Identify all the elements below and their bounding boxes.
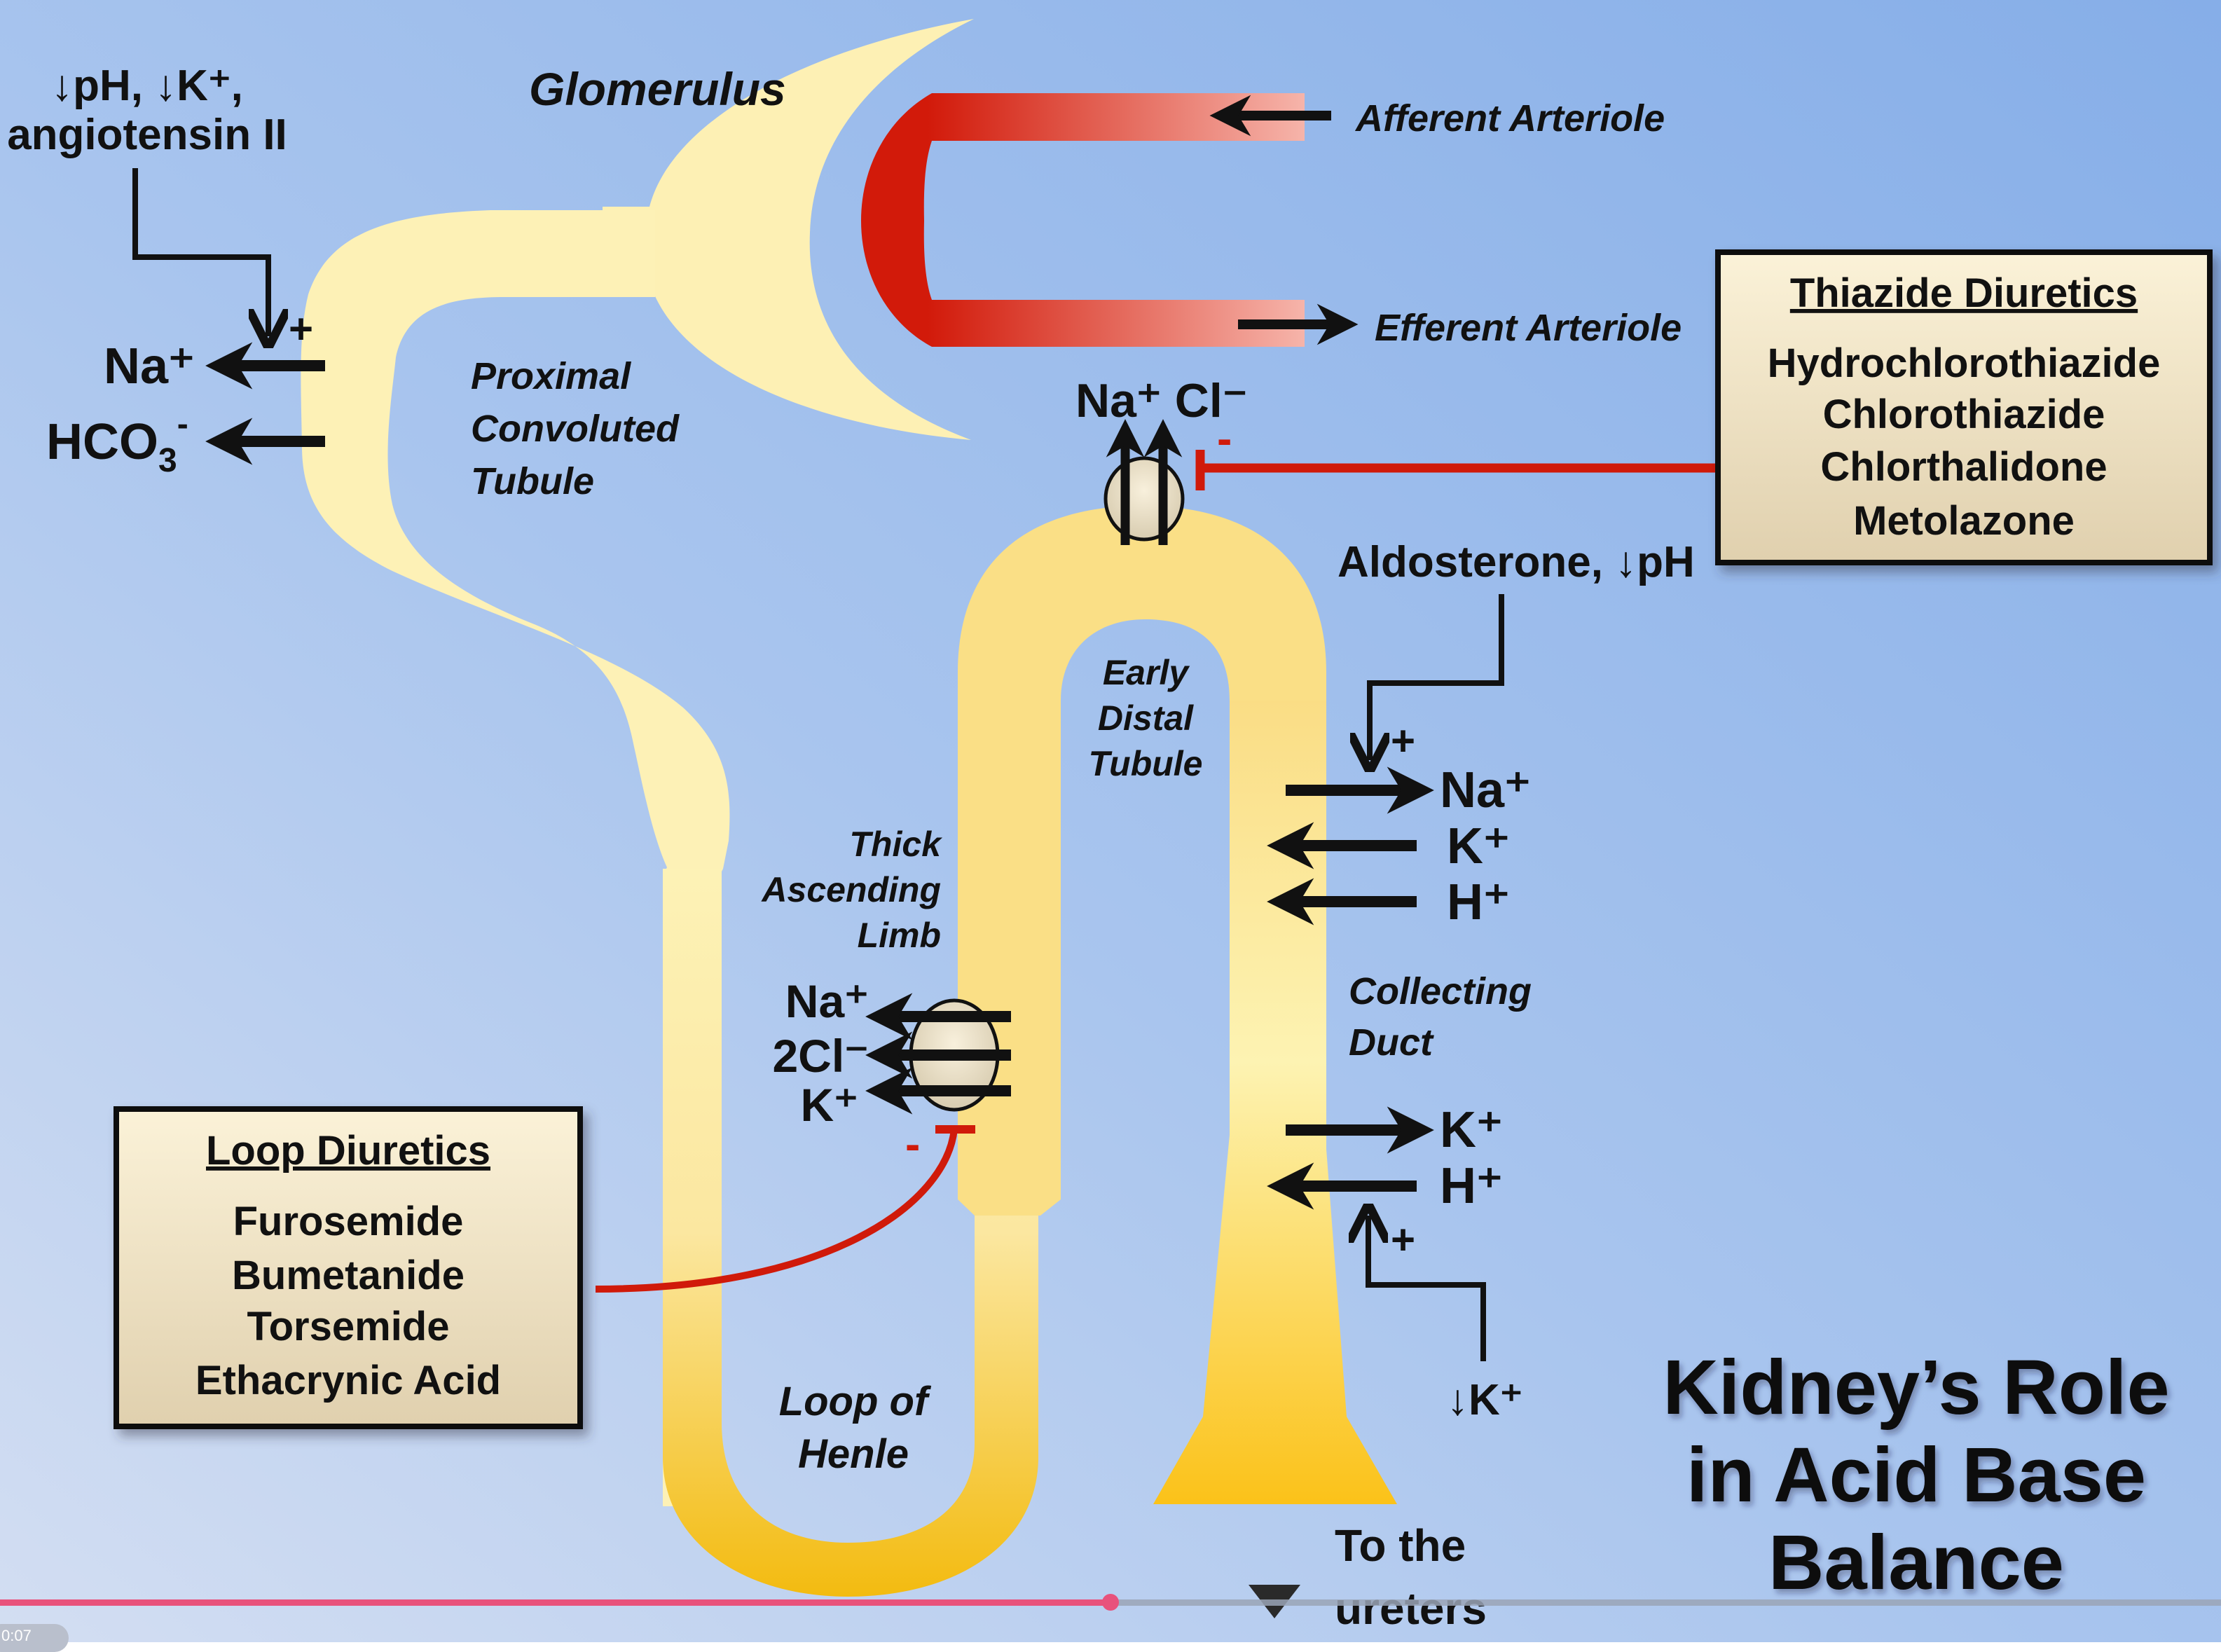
slide-title-line3: Balance bbox=[1768, 1520, 2064, 1606]
loop-of-henle bbox=[663, 869, 1038, 1597]
afferent-label: Afferent Arteriole bbox=[1354, 97, 1665, 139]
cd-k-label: K⁺ bbox=[1447, 818, 1510, 874]
slide-title-line2: in Acid Base bbox=[1686, 1432, 2146, 1518]
aldosterone-activation-line bbox=[1370, 594, 1504, 760]
edt-label-line2: Distal bbox=[1098, 698, 1194, 738]
nkcc-cl-label: 2Cl⁻ bbox=[772, 1030, 869, 1082]
pct-regulator-line1: ↓pH, ↓K⁺, bbox=[51, 62, 243, 110]
loop-item: Ethacrynic Acid bbox=[195, 1358, 501, 1403]
progress-fill bbox=[0, 1599, 1110, 1606]
tal-label-line2: Ascending bbox=[760, 870, 941, 909]
pct-hco3-label: HCO3- bbox=[46, 406, 188, 479]
cd-label-line2: Duct bbox=[1349, 1021, 1434, 1064]
loop-box-title: Loop Diuretics bbox=[206, 1128, 490, 1173]
thiazide-box-title: Thiazide Diuretics bbox=[1790, 270, 2138, 316]
pct-plus-sign: + bbox=[289, 305, 313, 352]
cd-label-line1: Collecting bbox=[1349, 970, 1532, 1012]
loop-item: Furosemide bbox=[233, 1199, 464, 1244]
thiazide-item: Chlorthalidone bbox=[1820, 444, 2107, 490]
thiazide-minus-sign: - bbox=[1217, 413, 1232, 464]
loop-inhibition-line bbox=[595, 1129, 958, 1293]
pct-label-line3: Tubule bbox=[471, 460, 594, 502]
nkcc-na-label: Na⁺ bbox=[785, 975, 869, 1027]
cd-h-label: H⁺ bbox=[1447, 874, 1510, 930]
tal-label-line3: Limb bbox=[858, 916, 941, 955]
ncc-ions-label: Na⁺ Cl⁻ bbox=[1075, 374, 1248, 427]
collecting-duct bbox=[1153, 701, 1397, 1504]
pct-label-line1: Proximal bbox=[471, 355, 631, 397]
cd-k2-label: K⁺ bbox=[1440, 1102, 1503, 1158]
progress-scrubber-handle[interactable] bbox=[1102, 1594, 1119, 1611]
cd-regulator-bottom: ↓K⁺ bbox=[1447, 1376, 1523, 1424]
loop-item: Torsemide bbox=[247, 1304, 449, 1349]
loop-diuretics-box bbox=[114, 1106, 583, 1429]
loop-minus-sign: - bbox=[905, 1119, 920, 1169]
thiazide-item: Metolazone bbox=[1853, 498, 2075, 544]
pct-label-line2: Convoluted bbox=[471, 408, 680, 450]
low-k-activation-line bbox=[1368, 1216, 1486, 1361]
slide-title-line1: Kidney’s Role bbox=[1663, 1344, 2169, 1431]
video-timestamp-badge: 0:07 bbox=[0, 1624, 69, 1652]
thiazide-item: Hydrochlorothiazide bbox=[1768, 340, 2161, 386]
ureter-label-line1: To the bbox=[1335, 1520, 1466, 1571]
efferent-label: Efferent Arteriole bbox=[1375, 307, 1682, 349]
pct-activation-line bbox=[132, 168, 268, 336]
nkcc-k-label: K⁺ bbox=[801, 1079, 859, 1131]
loop-label-line1: Loop of bbox=[779, 1379, 932, 1424]
thiazide-item: Chlorothiazide bbox=[1823, 392, 2105, 437]
ureter-label-line2: ureters bbox=[1335, 1583, 1487, 1634]
pct-na-label: Na⁺ bbox=[104, 338, 195, 394]
loop-label-line2: Henle bbox=[798, 1431, 909, 1477]
aldosterone-plus-sign: + bbox=[1391, 717, 1415, 764]
cd-h2-label: H⁺ bbox=[1440, 1158, 1503, 1214]
cd-regulator-top: Aldosterone, ↓pH bbox=[1338, 538, 1695, 586]
tal-label-line1: Thick bbox=[849, 825, 942, 864]
loop-item: Bumetanide bbox=[232, 1253, 465, 1298]
edt-label-line3: Tubule bbox=[1089, 744, 1203, 783]
cd-na-label: Na⁺ bbox=[1440, 762, 1531, 818]
glomerulus-capsule bbox=[603, 19, 974, 440]
edt-label-line1: Early bbox=[1103, 653, 1190, 692]
low-k-plus-sign: + bbox=[1391, 1216, 1415, 1263]
pct-regulator-line2: angiotensin II bbox=[7, 111, 287, 159]
ncc-transporter bbox=[1103, 456, 1185, 542]
glomerulus-label: Glomerulus bbox=[529, 63, 786, 115]
thiazide-diuretics-box bbox=[1715, 249, 2213, 565]
